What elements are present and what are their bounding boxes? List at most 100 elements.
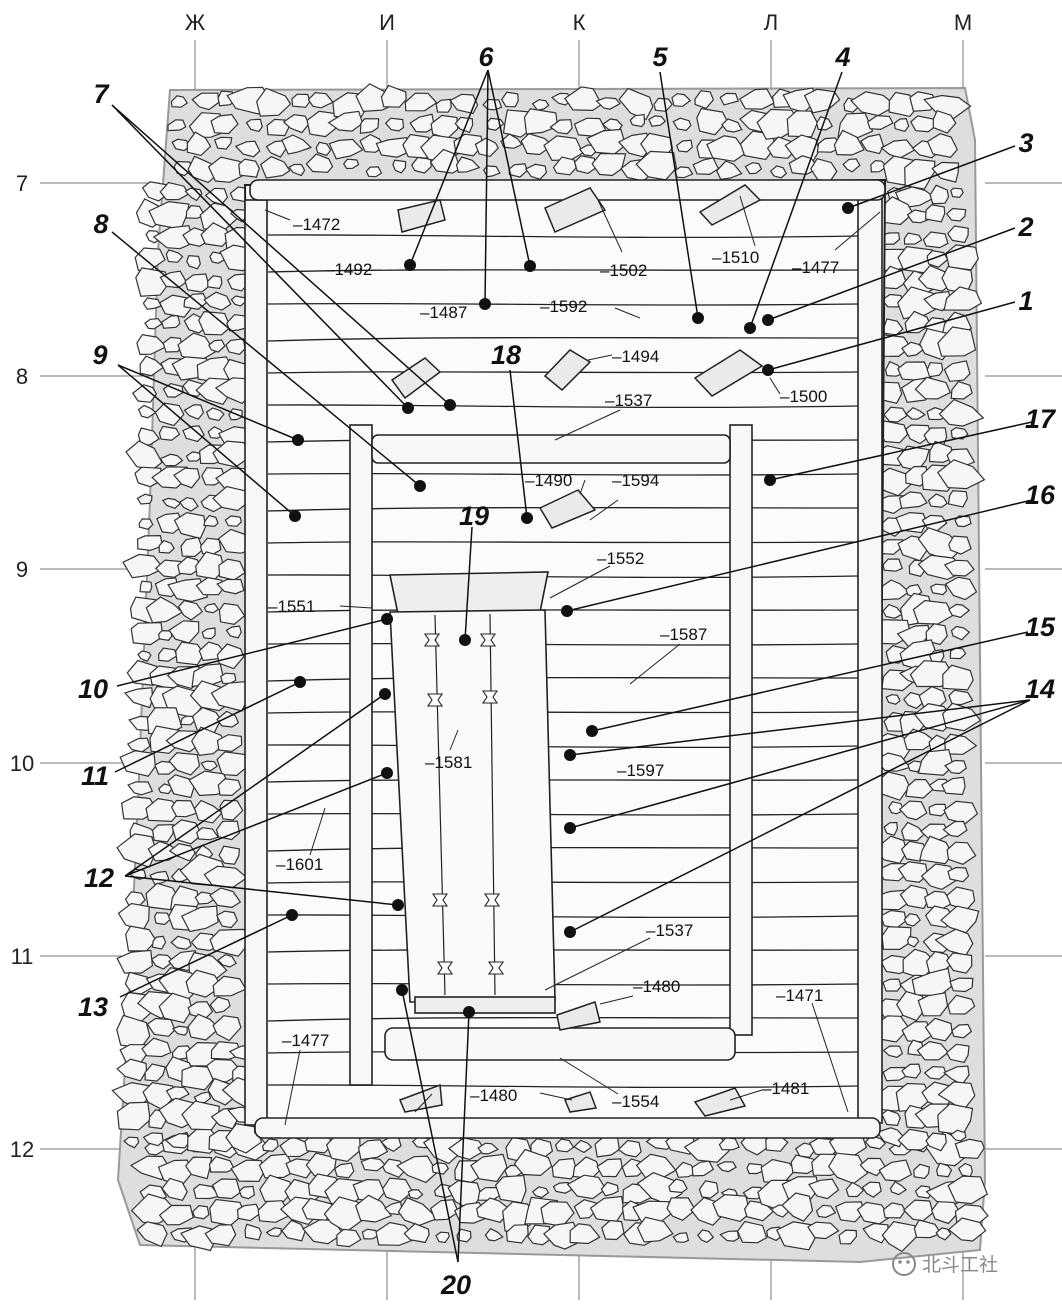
wechat-icon — [892, 1252, 916, 1276]
stone — [947, 1175, 989, 1205]
stone — [903, 913, 921, 927]
stone — [136, 534, 164, 552]
stone — [878, 1159, 913, 1182]
wooden-block — [538, 489, 597, 529]
grid-column-label: Ж — [185, 10, 206, 35]
stone — [122, 553, 165, 579]
elevation-label: –1594 — [612, 471, 659, 490]
stone — [203, 602, 220, 614]
stone — [942, 702, 982, 732]
elevation-label: –1494 — [612, 347, 659, 366]
stone — [500, 133, 523, 149]
stone — [947, 603, 971, 618]
stone — [937, 326, 977, 357]
dovetail-joint — [479, 633, 497, 647]
stone — [230, 1159, 265, 1183]
floor-plank-line — [267, 472, 859, 476]
elevation-label: –1492 — [325, 260, 372, 279]
callout-number: 14 — [1025, 674, 1055, 704]
stone — [203, 514, 219, 528]
stone — [384, 117, 405, 132]
stone — [145, 797, 182, 823]
stone — [144, 1063, 167, 1082]
stone — [947, 490, 968, 508]
stone — [153, 912, 172, 926]
stone — [217, 778, 242, 797]
stone — [494, 1174, 527, 1204]
stone — [936, 459, 986, 490]
stone — [895, 511, 928, 534]
stone — [482, 98, 503, 111]
callout-number: 7 — [93, 79, 110, 109]
stone — [282, 114, 310, 134]
stone — [336, 1228, 362, 1248]
coffin-seam — [434, 614, 446, 996]
stone — [177, 556, 203, 576]
stone — [365, 166, 383, 178]
stone — [449, 93, 479, 115]
dovetail-joint — [481, 690, 499, 704]
stone — [380, 84, 407, 108]
grid-row-label: 10 — [10, 751, 34, 776]
stone — [141, 1037, 172, 1058]
stone — [928, 803, 947, 817]
stone — [116, 1058, 148, 1082]
stone — [359, 118, 380, 134]
stone — [617, 1139, 642, 1158]
stone — [203, 291, 232, 311]
grid-row-label: 12 — [10, 1137, 34, 1162]
stone — [716, 1161, 737, 1173]
stone — [158, 647, 178, 662]
stone — [943, 360, 971, 382]
stone — [212, 1015, 242, 1042]
stone — [257, 1200, 292, 1223]
stone — [950, 380, 973, 400]
stone — [925, 1132, 947, 1152]
stone — [218, 602, 246, 625]
stone — [698, 1180, 719, 1199]
stone — [180, 536, 204, 558]
stone — [124, 891, 146, 907]
stone — [190, 932, 219, 952]
stone — [816, 115, 833, 131]
stone — [139, 355, 165, 377]
wooden-block — [390, 357, 442, 400]
stone — [845, 1181, 865, 1198]
stone — [923, 1065, 947, 1080]
stone — [375, 1221, 419, 1246]
stone — [895, 990, 928, 1022]
stone — [173, 467, 201, 489]
floor-plank-line — [267, 1084, 859, 1089]
callout-number: 12 — [84, 863, 114, 893]
stone — [212, 440, 253, 468]
stone — [945, 207, 967, 222]
grid-row-labels: 7 8 9 10 11 12 — [10, 171, 34, 1162]
stone — [919, 835, 953, 865]
elevation-label: –1477 — [792, 258, 839, 277]
stone — [552, 156, 577, 176]
stone — [216, 578, 245, 595]
callout-number: 3 — [1018, 128, 1033, 158]
stone — [947, 866, 970, 883]
stone — [137, 427, 161, 446]
stone — [171, 1025, 188, 1036]
stone — [201, 627, 216, 640]
stone — [500, 91, 519, 108]
floor-plank-line — [267, 541, 859, 544]
stone — [354, 1194, 393, 1223]
inner-frame-south-log — [384, 1027, 736, 1061]
stone — [718, 1136, 740, 1151]
stone — [328, 138, 364, 160]
stone — [947, 1217, 987, 1242]
stone — [177, 600, 204, 621]
stone — [435, 98, 452, 113]
inner-frame-west-log — [349, 424, 373, 1086]
stone — [914, 376, 952, 400]
stone — [931, 1201, 961, 1225]
stone — [769, 165, 788, 179]
elevation-label: –1490 — [525, 471, 572, 490]
callout-dot — [402, 402, 414, 414]
stone — [384, 1201, 403, 1216]
stone — [898, 800, 928, 821]
callout-dot — [286, 909, 298, 921]
